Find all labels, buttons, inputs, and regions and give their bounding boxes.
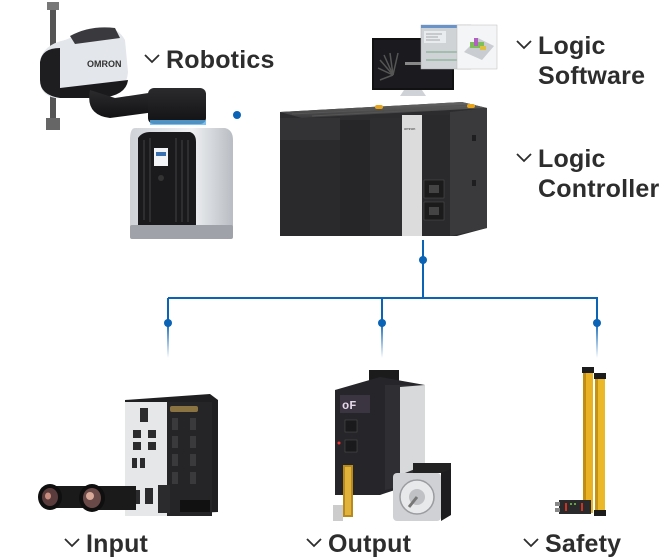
edge-to-input (164, 298, 172, 358)
label-input-text: Input (86, 530, 149, 558)
edge-to-output (378, 298, 386, 358)
chevron-down-icon (523, 538, 539, 548)
software-image[interactable] (368, 20, 498, 98)
label-robotics-text: Robotics (166, 46, 275, 74)
junction-dot (419, 256, 427, 264)
label-input[interactable]: Input (63, 529, 148, 559)
chevron-down-icon (516, 40, 532, 50)
robot-brand-text: OMRON (87, 59, 122, 69)
edge-to-safety (593, 298, 601, 358)
camera-lens (79, 484, 136, 512)
robot-image[interactable]: OMRON (30, 0, 240, 245)
label-output-text: Output (328, 530, 412, 558)
label-logic-controller[interactable]: Logic Controller (515, 144, 659, 204)
safety-image[interactable] (555, 365, 615, 520)
label-output[interactable]: Output (305, 529, 411, 559)
chevron-down-icon (64, 538, 80, 548)
label-safety[interactable]: Safety (522, 529, 621, 559)
chevron-down-icon (144, 54, 160, 64)
label-logic-controller-line1: Logic (538, 145, 606, 173)
label-logic-software-line2: Software (538, 62, 646, 90)
junction-dot (233, 111, 241, 119)
junction-dot (378, 319, 386, 327)
controller-image[interactable]: omron (272, 100, 502, 240)
bus-trunk (168, 240, 598, 299)
output-image[interactable]: oF (325, 365, 475, 525)
label-logic-software[interactable]: Logic Software (515, 31, 645, 91)
chevron-down-icon (306, 538, 322, 548)
label-robotics[interactable]: Robotics (143, 45, 275, 75)
edge-robotics-controller (205, 111, 275, 119)
servo-display-text: oF (342, 399, 356, 413)
label-logic-controller-line2: Controller (538, 175, 660, 203)
input-image[interactable] (30, 390, 225, 520)
label-logic-software-line1: Logic (538, 32, 606, 60)
label-safety-text: Safety (545, 530, 622, 558)
chevron-down-icon (516, 153, 532, 163)
junction-dot (593, 319, 601, 327)
plc-brand-text: omron (404, 126, 415, 131)
junction-dot (164, 319, 172, 327)
